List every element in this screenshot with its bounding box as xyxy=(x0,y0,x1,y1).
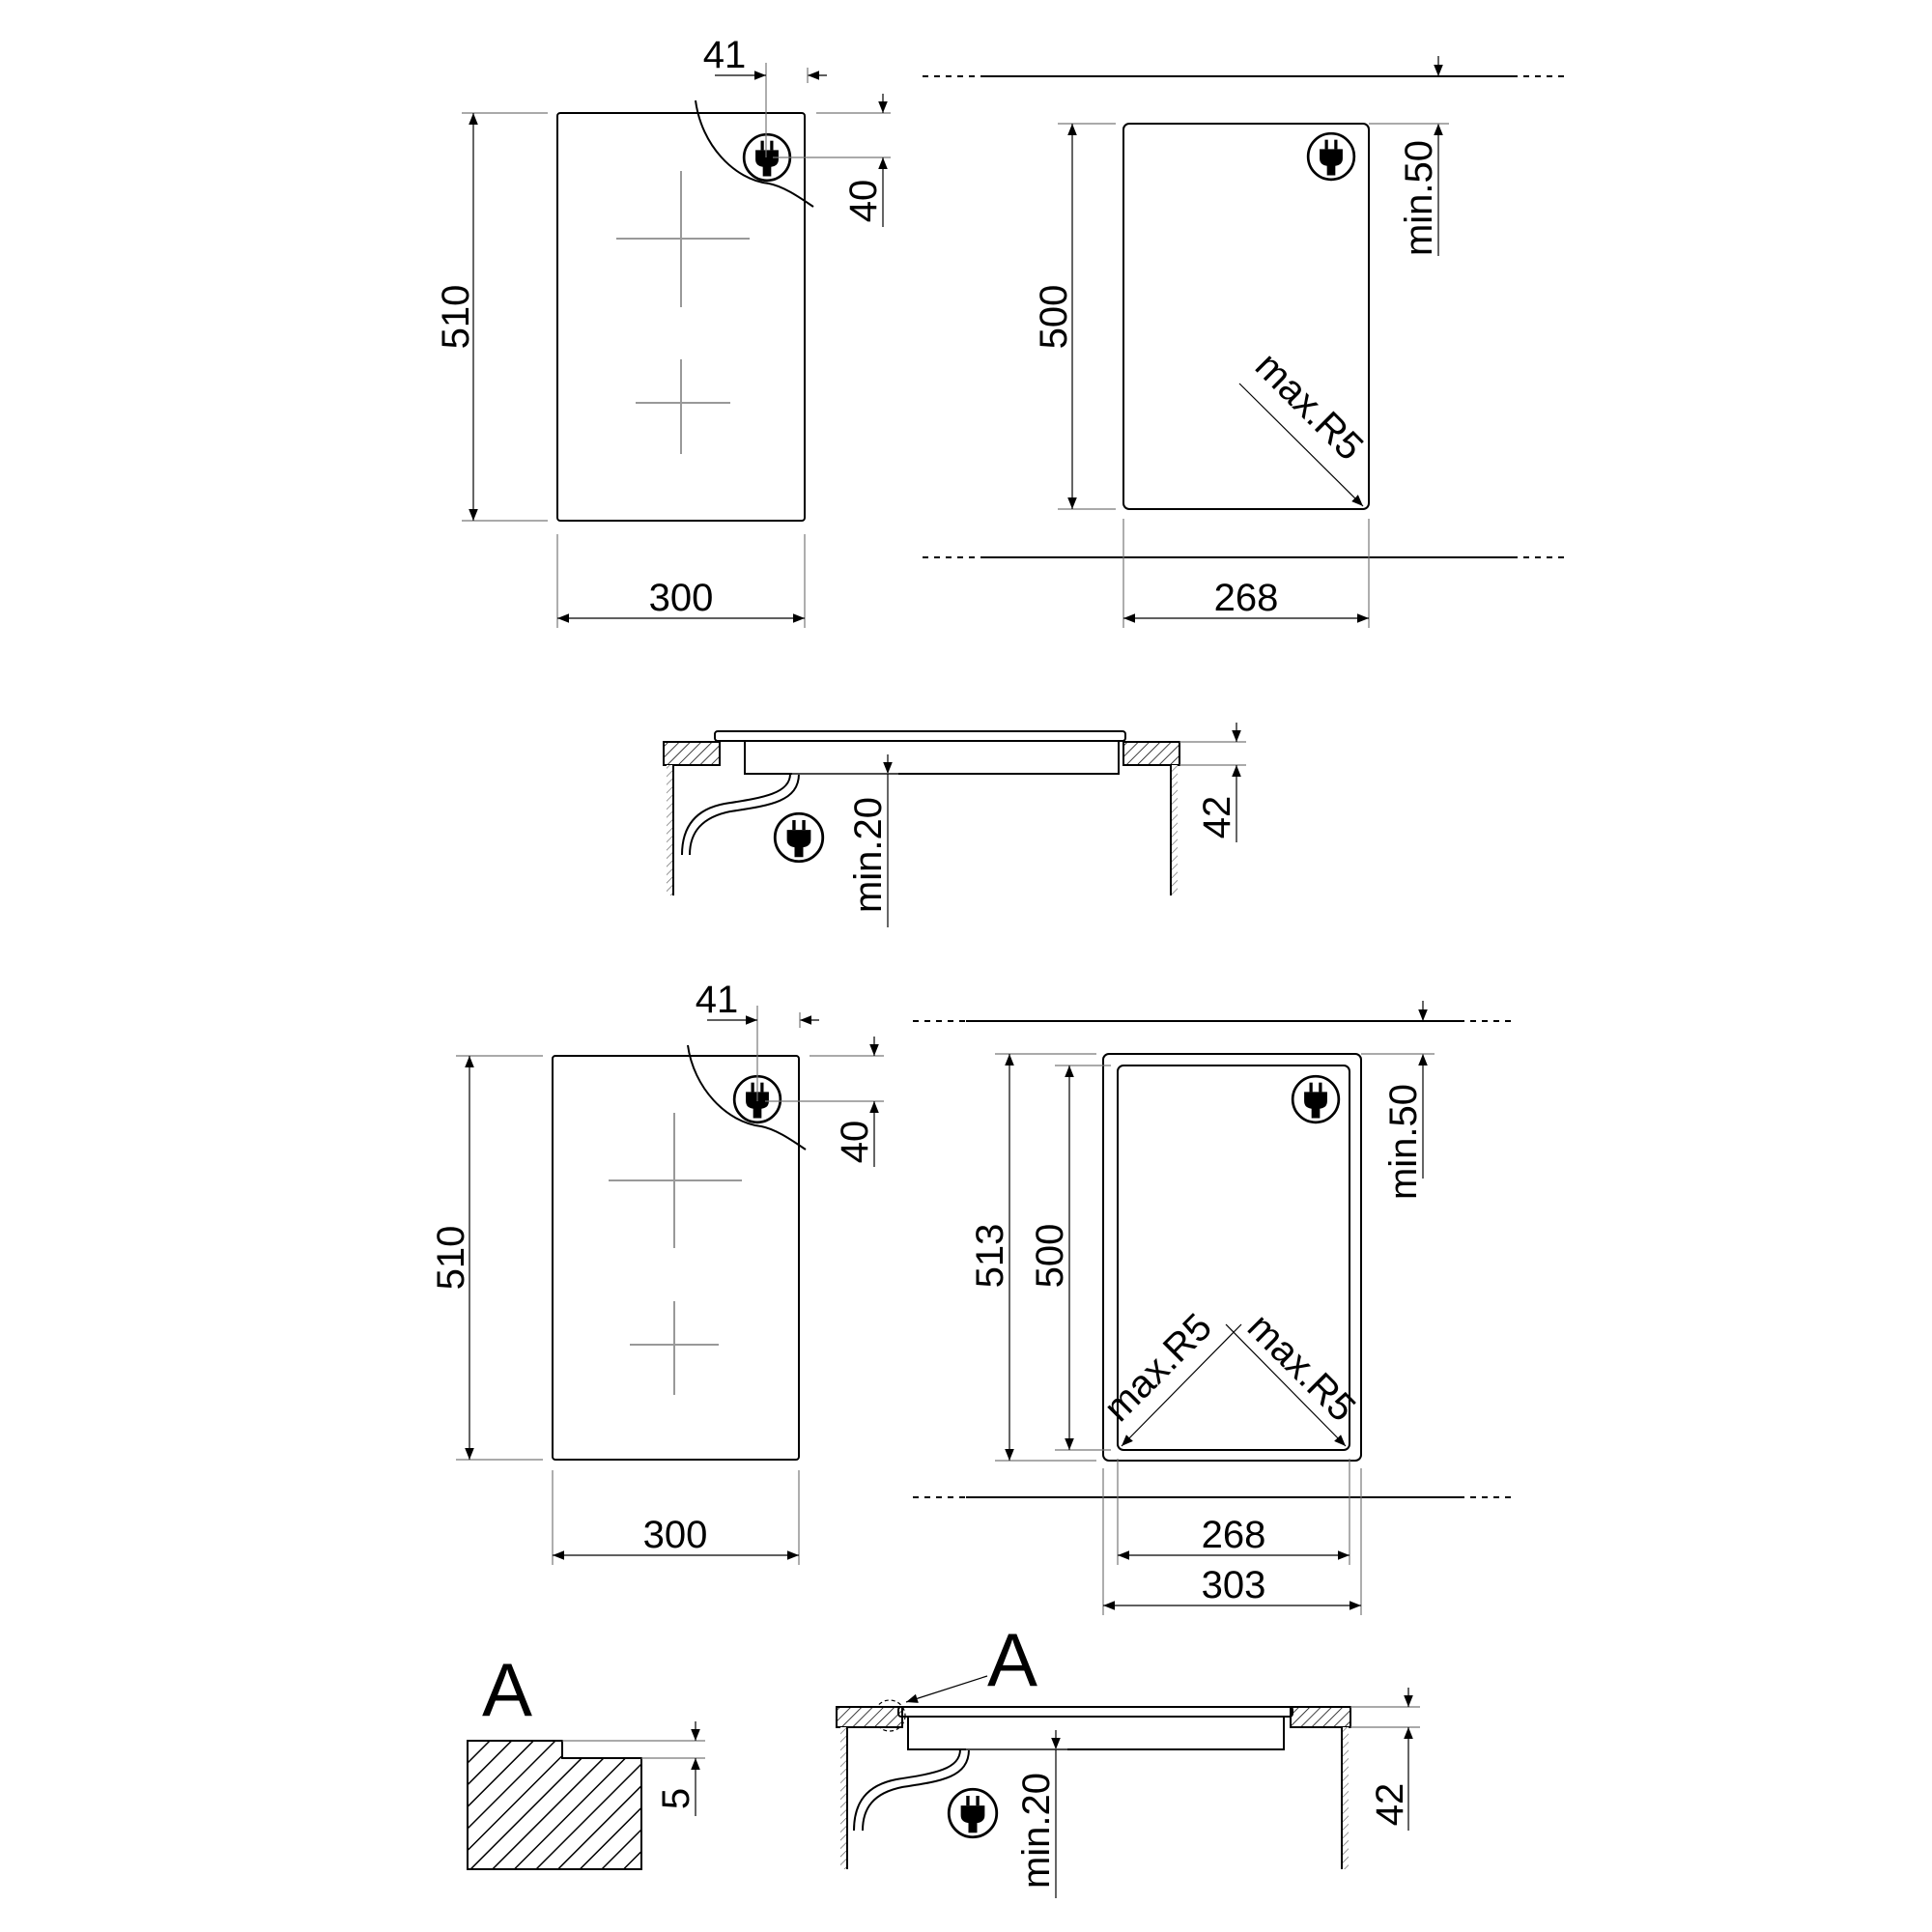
cutout-2-inner-width-label: 268 xyxy=(1202,1514,1266,1556)
hob-1-cable-depth-label: 40 xyxy=(842,180,885,223)
hob-2-cable-offset-label: 41 xyxy=(696,979,739,1021)
hob-1-cooking-zones xyxy=(616,171,750,454)
worktop-left xyxy=(836,1706,903,1728)
hob-2-outline xyxy=(552,1055,800,1461)
cutout-2-outer-width-label: 303 xyxy=(1202,1564,1266,1606)
cutout-2-outer-height-label: 513 xyxy=(969,1224,1011,1289)
hob-1-outline xyxy=(556,112,806,522)
hob-1-height-label: 510 xyxy=(435,285,477,350)
hob-1-cable-offset-label: 41 xyxy=(703,34,747,76)
cutout-2-plan: min.50 513 500 max.R5 max.R5 268 303 xyxy=(913,1001,1517,1615)
cutout-2-radius-left-label: max.R5 xyxy=(1096,1306,1221,1431)
detail-a-step-label: 5 xyxy=(655,1788,697,1809)
section-2-cable xyxy=(853,1748,961,1832)
cutout-1-outline xyxy=(1122,123,1370,510)
detail-a-title: A xyxy=(482,1647,532,1732)
wall-right xyxy=(1171,765,1178,895)
hob-body xyxy=(907,1716,1285,1750)
section-2-clearance-label: min.20 xyxy=(1015,1773,1058,1889)
hob-1-plan: 41 40 510 300 xyxy=(435,34,891,628)
cutout-2-inner xyxy=(1117,1065,1350,1451)
hob-2-cooking-zones xyxy=(609,1113,742,1395)
hob-2-height-label: 510 xyxy=(430,1226,472,1291)
cutout-2-radius-right-label: max.R5 xyxy=(1239,1306,1364,1431)
plug-icon xyxy=(773,811,825,864)
worktop-left xyxy=(663,741,721,766)
section-1: min.20 42 xyxy=(663,723,1246,927)
hob-1-width-label: 300 xyxy=(649,577,714,619)
hob-2-cable-depth-label: 40 xyxy=(834,1121,876,1164)
section-1-clearance-label: min.20 xyxy=(847,797,890,913)
cutout-2-inner-height-label: 500 xyxy=(1029,1224,1071,1289)
section-2: A min.20 42 xyxy=(836,1617,1420,1898)
plug-icon xyxy=(1291,1074,1341,1124)
cutout-2-outer xyxy=(1102,1053,1362,1462)
section-2-depth-label: 42 xyxy=(1369,1783,1411,1827)
cutout-2-clearance-label: min.50 xyxy=(1382,1084,1425,1200)
wall-left xyxy=(840,1727,847,1869)
hob-2-cable xyxy=(687,1044,807,1151)
plug-icon xyxy=(947,1787,999,1839)
detail-a-worktop-section xyxy=(467,1740,642,1870)
hob-2-plan: 41 40 510 300 xyxy=(430,979,884,1565)
hob-body xyxy=(744,740,1120,775)
section-1-cable xyxy=(681,773,791,856)
cutout-1-plan: min.50 500 max.R5 268 xyxy=(923,56,1570,628)
hob-2-width-label: 300 xyxy=(643,1514,708,1556)
cutout-1-height-label: 500 xyxy=(1033,285,1075,350)
section-2-callout-label: A xyxy=(987,1617,1037,1702)
cutout-1-radius-label: max.R5 xyxy=(1247,345,1372,469)
worktop-right xyxy=(1290,1706,1351,1728)
plug-icon xyxy=(1306,131,1356,182)
cutout-1-width-label: 268 xyxy=(1214,577,1279,619)
wall-left xyxy=(667,765,673,895)
worktop-right xyxy=(1122,741,1180,766)
glass-top xyxy=(897,1706,1293,1718)
hob-1-cable xyxy=(695,99,814,208)
glass-top xyxy=(714,730,1126,742)
cutout-1-clearance-label: min.50 xyxy=(1398,140,1440,256)
detail-a: A 5 xyxy=(467,1647,705,1870)
wall-right xyxy=(1342,1727,1349,1869)
section-1-depth-label: 42 xyxy=(1196,796,1238,839)
